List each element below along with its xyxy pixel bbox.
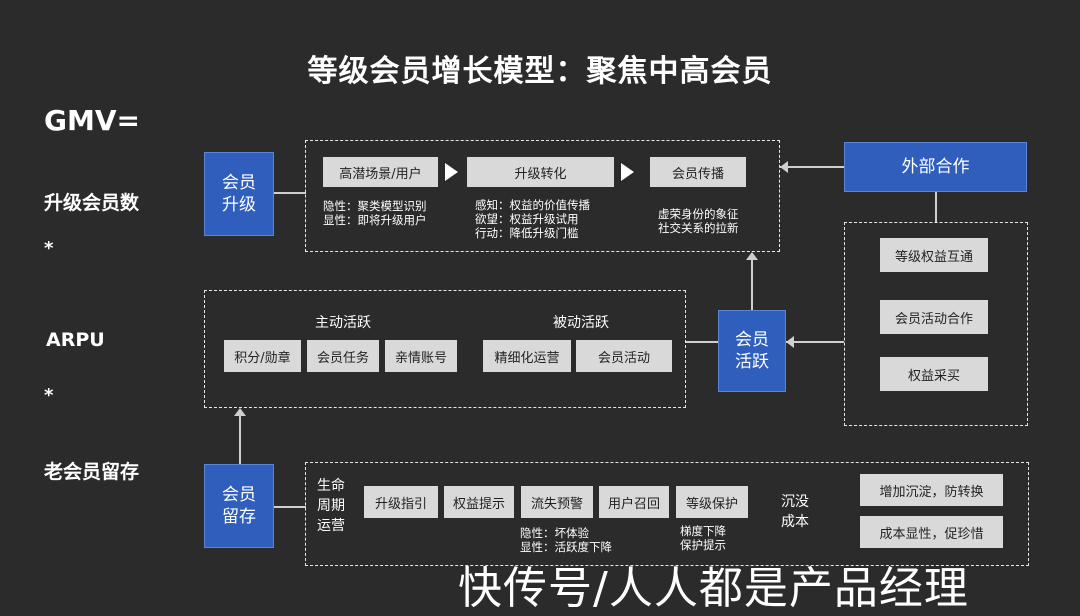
retain-note-b: 梯度下降保护提示	[680, 524, 726, 552]
arrowhead-up-1	[746, 252, 758, 260]
connector-active-left	[686, 341, 718, 343]
formula-gmv: GMV=	[44, 104, 140, 137]
external-item-benefit-exchange: 等级权益互通	[880, 238, 988, 272]
connector-retain	[274, 506, 306, 508]
node-external-cooperation: 外部合作	[844, 142, 1027, 192]
active-item-family: 亲情账号	[385, 340, 457, 372]
connector-external-active	[786, 341, 844, 343]
retain-note-a: 隐性：坏体验显性：活跃度下降	[520, 526, 612, 554]
active-label: 主动活跃	[315, 315, 371, 331]
retain-item-benefit-reminder: 权益提示	[444, 486, 514, 518]
arrowhead-left-1	[780, 161, 788, 173]
passive-item-events: 会员活动	[576, 340, 672, 372]
step-upgrade-conversion: 升级转化	[467, 157, 614, 187]
external-box	[844, 222, 1028, 426]
upgrade-note-3: 虚荣身份的象征社交关系的拉新	[658, 207, 739, 235]
step-high-potential: 高潜场景/用户	[323, 157, 438, 187]
connector-external-in	[780, 166, 844, 168]
connector-active-up	[751, 260, 753, 310]
connector-retain-up	[239, 416, 241, 464]
external-item-benefit-purchase: 权益采买	[880, 357, 988, 391]
node-member-upgrade: 会员 升级	[204, 152, 274, 236]
retain-item-level-protect: 等级保护	[676, 486, 748, 518]
upgrade-note-2: 感知：权益的价值传播欲望：权益升级试用行动：降低升级门槛	[475, 198, 590, 240]
passive-item-refined-ops: 精细化运营	[483, 340, 571, 372]
active-item-points: 积分/勋章	[224, 340, 301, 372]
upgrade-flow-box	[305, 140, 780, 252]
sunk-cost-label: 沉没 成本	[781, 494, 809, 530]
retain-item-user-recall: 用户召回	[599, 486, 669, 518]
connector-external-down	[935, 192, 937, 222]
connector-upgrade	[274, 192, 306, 194]
formula-arpu: ARPU	[46, 329, 105, 351]
arrowhead-right-1	[445, 163, 458, 181]
page-title: 等级会员增长模型：聚焦中高会员	[307, 54, 773, 89]
active-box	[204, 290, 686, 408]
node-member-active: 会员 活跃	[718, 310, 786, 392]
formula-multiply-1: *	[44, 238, 54, 259]
node-member-retention: 会员 留存	[204, 464, 274, 548]
formula-upgrade-count: 升级会员数	[44, 192, 140, 214]
external-item-activity-cooperation: 会员活动合作	[880, 300, 988, 334]
watermark: 快传号/人人都是产品经理	[458, 563, 969, 614]
step-member-spread: 会员传播	[650, 157, 746, 187]
upgrade-note-1: 隐性：聚类模型识别显性：即将升级用户	[323, 199, 427, 227]
arrowhead-up-2	[234, 408, 246, 416]
retention-box	[305, 462, 1029, 566]
lifecycle-label: 生命 周期 运营	[317, 478, 345, 534]
retain-item-upgrade-guide: 升级指引	[364, 486, 438, 518]
retain-item-churn-warning: 流失预警	[521, 486, 593, 518]
passive-label: 被动活跃	[553, 315, 609, 331]
formula-retention: 老会员留存	[44, 461, 140, 483]
arrowhead-right-2	[621, 163, 634, 181]
active-item-tasks: 会员任务	[307, 340, 379, 372]
sunk-item-accumulate: 增加沉淀，防转换	[860, 474, 1003, 506]
sunk-item-cost-visible: 成本显性，促珍惜	[860, 516, 1003, 548]
arrowhead-left-2	[786, 336, 794, 348]
formula-multiply-2: *	[44, 385, 54, 406]
